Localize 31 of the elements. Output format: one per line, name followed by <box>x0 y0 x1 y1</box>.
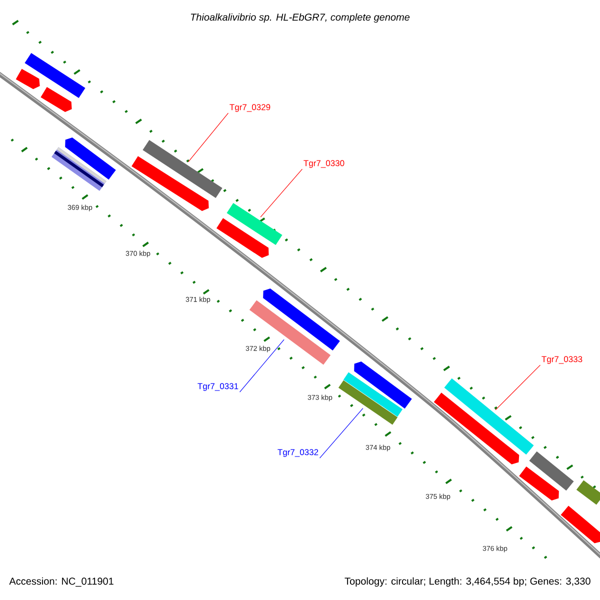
gene-label: Tgr7_0331 <box>198 383 238 391</box>
gene-block <box>354 361 412 409</box>
gene-bar <box>52 147 106 191</box>
gene-block <box>132 156 209 211</box>
leader-line <box>319 408 364 458</box>
leader-line <box>495 364 541 410</box>
genome-info-text: Topology: circular; Length: 3,464,554 bp; Genes: 3,330 <box>344 577 590 587</box>
gene-bar <box>444 378 534 455</box>
leader-line <box>239 339 284 392</box>
gene-bar <box>529 451 574 491</box>
gene-block <box>16 68 40 90</box>
gene-bar <box>142 140 222 198</box>
gene-bar <box>576 480 600 505</box>
gene-bar <box>24 52 86 98</box>
gene-label: Tgr7_0330 <box>304 160 344 168</box>
gene-block <box>519 466 559 501</box>
leader-line <box>260 168 303 218</box>
gene-bar <box>343 372 403 417</box>
gene-label: Tgr7_0332 <box>278 449 318 457</box>
leader-line <box>188 112 229 162</box>
gene-block <box>434 392 520 464</box>
gene-block <box>65 137 116 180</box>
gene-bar <box>338 380 398 425</box>
gene-label: Tgr7_0333 <box>542 356 582 364</box>
gene-label: Tgr7_0329 <box>230 104 270 112</box>
title: Thioalkalivibrio sp. HL-EbGR7, complete genome <box>190 13 410 23</box>
gene-block <box>560 506 600 544</box>
accession-text: Accession: NC_011901 <box>9 577 114 587</box>
gene-block <box>40 86 72 112</box>
gene-bar <box>226 203 282 245</box>
gene-block <box>216 218 269 258</box>
